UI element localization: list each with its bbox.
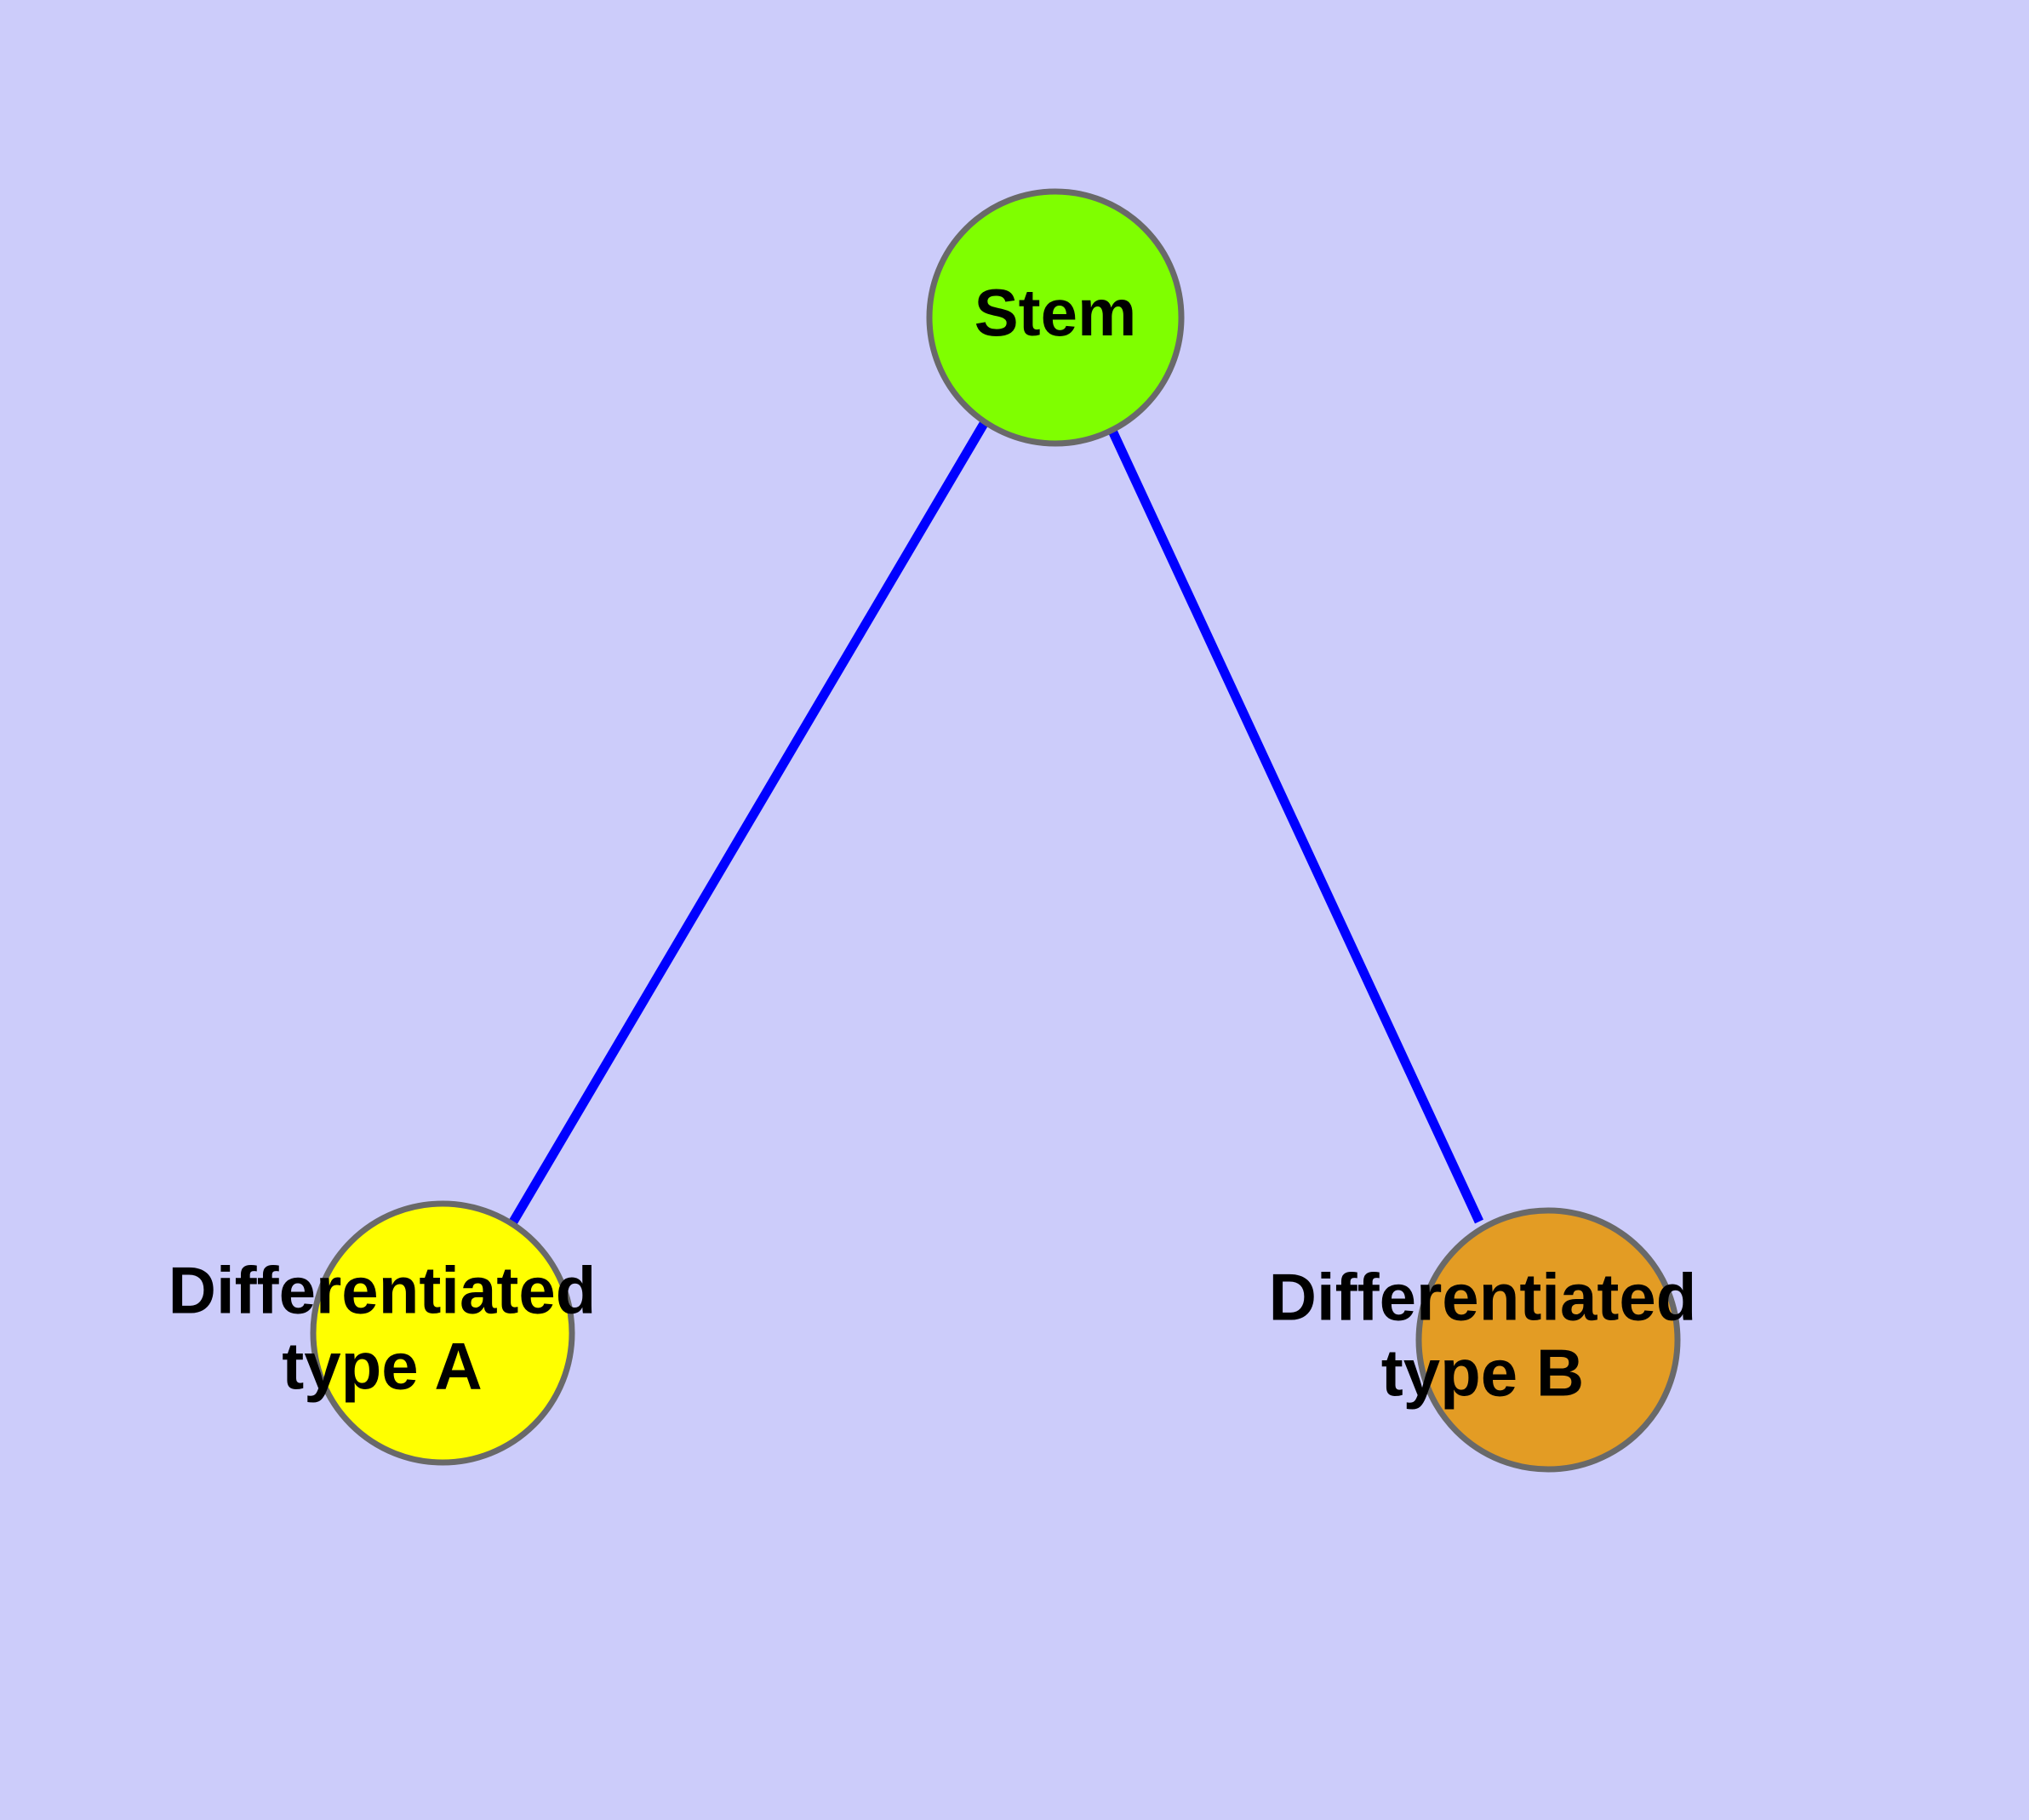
- node-label-line: type B: [1381, 1335, 1584, 1410]
- node-label-stem: Stem: [974, 275, 1137, 350]
- edges-layer: [508, 420, 1483, 1226]
- edge-stem-to-differentiated-type-b[interactable]: [1108, 428, 1483, 1224]
- node-label-line: Differentiated: [1269, 1259, 1697, 1334]
- nodes-layer: [310, 188, 1681, 1473]
- edge-stem-to-differentiated-type-a[interactable]: [508, 420, 989, 1226]
- node-differentiated-type-a[interactable]: [310, 1200, 575, 1466]
- node-label-line: type A: [282, 1328, 483, 1403]
- node-label-line: Stem: [974, 275, 1137, 350]
- node-label-line: Differentiated: [169, 1252, 597, 1327]
- node-stem[interactable]: [926, 188, 1185, 447]
- node-differentiated-type-b[interactable]: [1415, 1207, 1681, 1473]
